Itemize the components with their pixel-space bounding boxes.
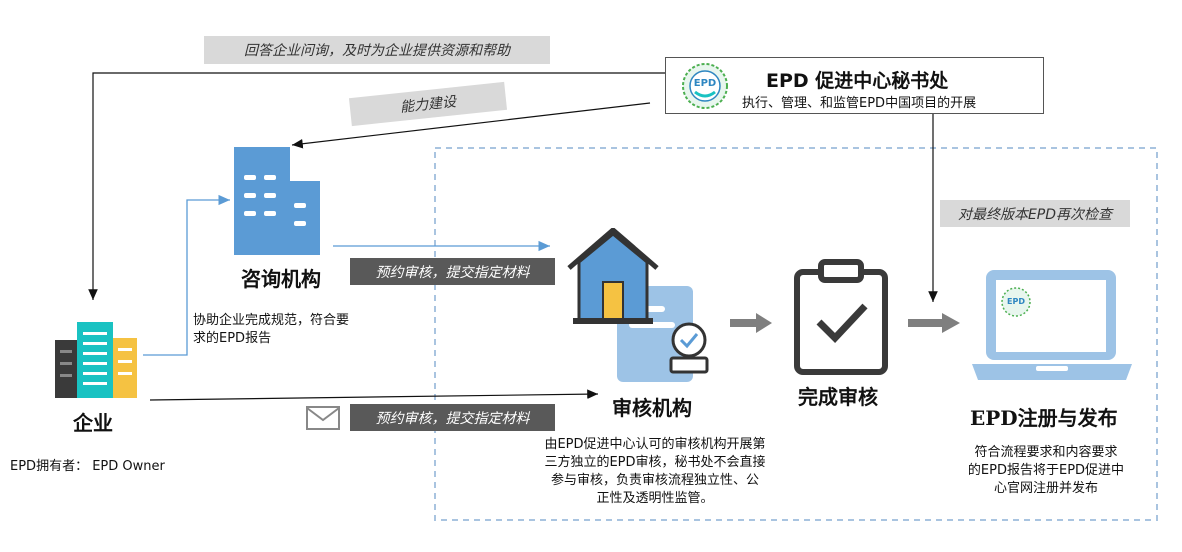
envelope-icon bbox=[306, 406, 340, 430]
laptop-icon: EPD bbox=[972, 270, 1132, 380]
clipboard-check-icon bbox=[794, 259, 888, 375]
registry-desc-line1: 符合流程要求和内容要求 bbox=[974, 445, 1118, 460]
feedback-label: 回答企业问询，及时为企业提供资源和帮助 bbox=[204, 36, 550, 64]
audit-zone-frame bbox=[434, 147, 1158, 521]
consulting-building-icon bbox=[234, 147, 320, 255]
audit-desc-line1: 由EPD促进中心认可的审核机构开展第 bbox=[544, 437, 766, 452]
feedback-label-text: 回答企业问询，及时为企业提供资源和帮助 bbox=[244, 43, 510, 59]
enterprise-consult-arrow bbox=[143, 194, 230, 356]
epd-logo-text: EPD bbox=[694, 78, 716, 89]
consult-submit-label: 预约审核，提交指定材料 bbox=[350, 258, 555, 285]
recheck-label: 对最终版本EPD再次检查 bbox=[940, 200, 1130, 227]
consulting-desc-line2: 求的EPD报告 bbox=[193, 331, 272, 346]
recheck-label-text: 对最终版本EPD再次检查 bbox=[957, 206, 1113, 223]
consulting-title: 咨询机构 bbox=[241, 267, 321, 291]
audit-title: 审核机构 bbox=[612, 396, 692, 420]
enterprise-owner: EPD拥有者： EPD Owner bbox=[10, 459, 165, 474]
capacity-arrow bbox=[291, 102, 651, 149]
registry-title: EPD注册与发布 bbox=[970, 406, 1118, 430]
audit-desc-line3: 参与审核，负责审核流程独立性、公 bbox=[550, 473, 759, 488]
capacity-label-text: 能力建设 bbox=[399, 94, 457, 116]
flow-arrow-2 bbox=[908, 313, 960, 333]
flow-arrow-1 bbox=[730, 313, 772, 333]
enterprise-submit-label: 预约审核，提交指定材料 bbox=[350, 404, 555, 431]
feedback-arrow bbox=[88, 72, 665, 300]
secretariat-subtitle: 执行、管理、和监管EPD中国项目的开展 bbox=[742, 96, 977, 111]
complete-title: 完成审核 bbox=[798, 385, 878, 409]
audit-institution-icon bbox=[567, 228, 709, 382]
enterprise-title: 企业 bbox=[73, 411, 113, 435]
secretariat-box: EPD EPD 促进中心秘书处 执行、管理、和监管EPD中国项目的开展 bbox=[665, 57, 1044, 114]
epd-logo-icon: EPD bbox=[682, 63, 728, 109]
enterprise-building-icon bbox=[55, 322, 137, 398]
audit-desc-line2: 三方独立的EPD审核，秘书处不会直接 bbox=[544, 455, 766, 470]
secretariat-title: EPD 促进中心秘书处 bbox=[766, 70, 949, 92]
registry-logo-text: EPD bbox=[1007, 297, 1025, 306]
enterprise-audit-arrow bbox=[149, 389, 599, 401]
registry-desc: 符合流程要求和内容要求 的EPD报告将于EPD促进中 心官网注册并发布 bbox=[950, 444, 1142, 498]
consulting-desc-line1: 协助企业完成规范，符合要 bbox=[193, 313, 350, 328]
audit-desc-line4: 正性及透明性监管。 bbox=[596, 491, 714, 506]
consulting-desc: 协助企业完成规范，符合要 求的EPD报告 bbox=[193, 312, 393, 348]
audit-desc: 由EPD促进中心认可的审核机构开展第 三方独立的EPD审核，秘书处不会直接 参与… bbox=[520, 436, 790, 508]
registry-desc-line2: 的EPD报告将于EPD促进中 bbox=[967, 463, 1125, 478]
registry-desc-line3: 心官网注册并发布 bbox=[993, 481, 1098, 496]
enterprise-submit-text: 预约审核，提交指定材料 bbox=[375, 410, 530, 427]
consult-submit-text: 预约审核，提交指定材料 bbox=[375, 264, 530, 281]
